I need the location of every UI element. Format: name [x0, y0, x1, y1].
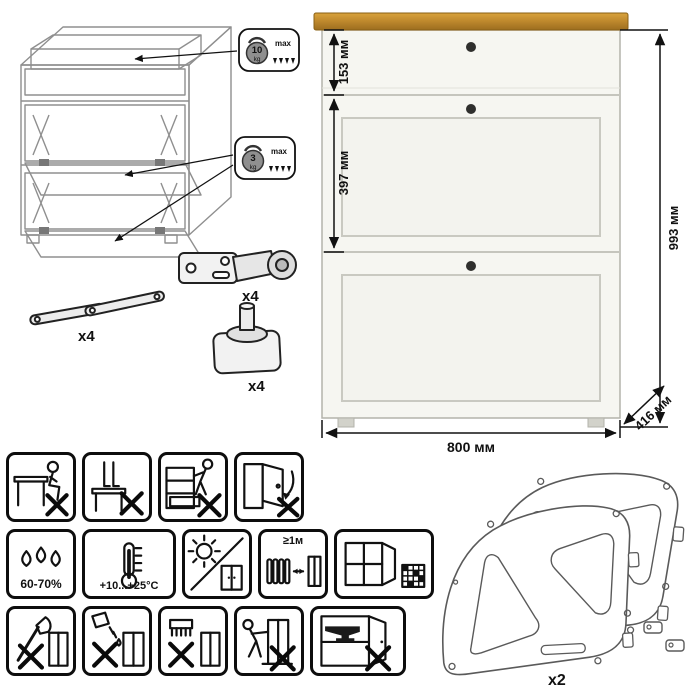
pictogram-no-liquids	[82, 606, 152, 676]
cabinet-wireframe	[20, 26, 232, 258]
dim-width: 800 мм	[447, 439, 495, 455]
flap1-panel	[341, 117, 601, 237]
drawer-knob	[466, 42, 476, 52]
side-frame-count: x2	[548, 672, 566, 689]
weight-10kg-icon	[245, 36, 269, 65]
temperature-icon	[120, 542, 143, 589]
pictogram-no-moving-loaded	[234, 606, 304, 676]
flap1-knob	[466, 104, 476, 114]
flap-load-unit: kg	[250, 164, 257, 171]
hinge-count: x4	[242, 288, 259, 305]
weight-3kg-icon	[241, 144, 265, 173]
adjustable-foot-icon	[212, 302, 282, 375]
pictogram-sunlight	[182, 529, 252, 599]
heat-distance-icon	[266, 555, 322, 588]
flap-load-max: max	[271, 147, 288, 156]
cabinet-dimension-diagram: 153 мм 397 мм 993 мм 800 мм 416 мм	[313, 12, 681, 455]
distance-label: ≥1м	[282, 535, 304, 547]
flap-load-value: 3	[250, 153, 255, 164]
load-arrows-icon	[269, 166, 291, 172]
sunlight-icon	[187, 534, 244, 591]
side-frame-icon	[434, 463, 689, 677]
wireframe-cabinet-icon: 10 kg max 3 kg max	[20, 26, 300, 258]
no-heavy-load-icon	[320, 615, 392, 672]
humidity-icon	[21, 546, 61, 567]
no-liquids-icon	[91, 611, 145, 668]
ventilation-icon	[344, 541, 426, 588]
cabinet-render	[313, 12, 629, 428]
frame-latch-parts	[643, 621, 685, 652]
pictogram-ventilation	[334, 529, 434, 599]
dim-flap-height: 397 мм	[336, 151, 351, 196]
pictogram-no-sharp-tools	[6, 606, 76, 676]
pictogram-no-heavy-load	[310, 606, 406, 676]
pictogram-temperature: +10...+25°С	[82, 529, 176, 599]
drawer-load-value: 10	[252, 45, 263, 56]
temperature-label: +10...+25°С	[99, 580, 159, 592]
flap2-panel	[341, 274, 601, 402]
dim-total-height: 993 мм	[666, 206, 681, 251]
lift-stay-icon	[29, 290, 165, 326]
dim-drawer-height: 153 мм	[336, 40, 351, 85]
load-arrows-icon	[273, 58, 295, 64]
no-standing-icon	[91, 461, 144, 516]
pictogram-no-standing	[82, 452, 152, 522]
pictogram-humidity: 60-70%	[6, 529, 76, 599]
pictogram-heat-distance: ≥1м	[258, 529, 328, 599]
humidity-label: 60-70%	[20, 577, 62, 591]
care-pictogram-grid: 60-70% +10...+25°С	[6, 452, 436, 678]
no-sharp-tools-icon	[16, 616, 69, 670]
no-climbing-icon	[165, 458, 222, 518]
dimension-lines	[321, 29, 668, 439]
drawer-load-unit: kg	[254, 56, 261, 63]
no-sitting-icon	[13, 460, 69, 517]
stay-count: x4	[78, 328, 95, 345]
pictogram-no-climbing	[158, 452, 228, 522]
no-harsh-cleaning-icon	[168, 618, 221, 668]
pictogram-no-harsh-cleaning	[158, 606, 228, 676]
drawer-load-badge: 10 kg max	[238, 28, 300, 72]
no-moving-loaded-icon	[242, 618, 296, 672]
side-frame-front	[434, 502, 645, 677]
flap-load-badge: 3 kg max	[234, 136, 296, 180]
callout-lines	[114, 50, 238, 242]
pictogram-no-sitting	[6, 452, 76, 522]
wood-top	[313, 12, 629, 31]
pictogram-door-care	[234, 452, 304, 522]
hinge-icon	[178, 250, 297, 284]
drawer-load-max: max	[275, 39, 292, 48]
foot-count: x4	[248, 378, 265, 395]
flap2-knob	[466, 261, 476, 271]
door-care-icon	[243, 463, 300, 518]
